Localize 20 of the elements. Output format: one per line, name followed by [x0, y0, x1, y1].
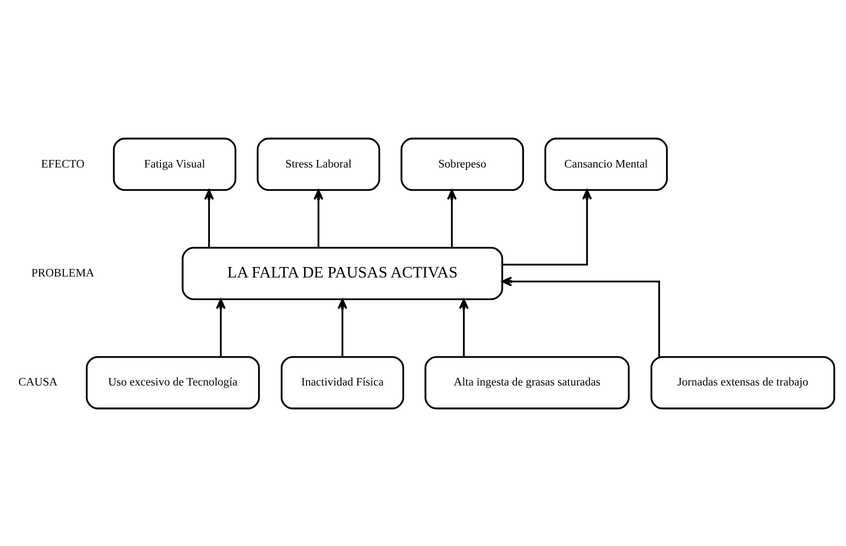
arrow — [338, 298, 348, 356]
arrow — [502, 276, 660, 356]
arrow — [204, 188, 214, 248]
label: EFECTO — [41, 158, 84, 170]
arrow — [502, 188, 592, 265]
node-box: Alta ingesta de grasas saturadas — [424, 356, 630, 409]
node-box: Uso excesivo de Tecnología — [86, 356, 260, 409]
arrow — [314, 188, 324, 248]
label: CAUSA — [18, 376, 58, 388]
node-box: Inactividad Física — [280, 356, 404, 409]
arrow — [446, 188, 457, 248]
node-box: Cansancio Mental — [544, 137, 668, 190]
node-box: Stress Laboral — [256, 137, 380, 190]
arrow — [216, 298, 226, 356]
node-box: Jornadas extensas de trabajo — [650, 356, 836, 409]
node-box: Sobrepeso — [400, 137, 524, 190]
label: PROBLEMA — [31, 267, 94, 280]
arrow — [458, 298, 469, 356]
node-box: LA FALTA DE PAUSAS ACTIVAS — [182, 246, 504, 300]
node-box: Fatiga Visual — [112, 137, 236, 190]
